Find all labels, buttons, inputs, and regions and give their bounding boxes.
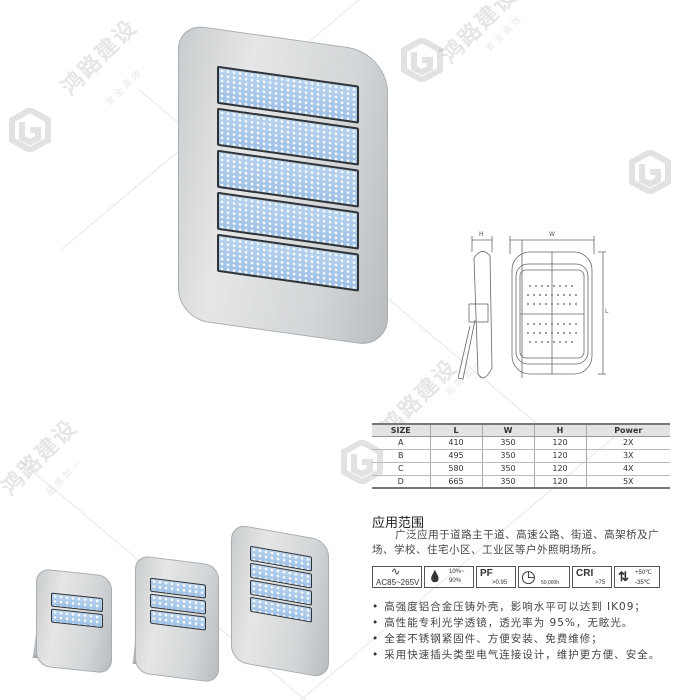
lamp-housing bbox=[36, 568, 112, 674]
temperature-arrows-icon: ⇅ bbox=[618, 569, 629, 584]
application-title: 应用范围 bbox=[372, 516, 425, 531]
cell-l: 410 bbox=[429, 436, 482, 450]
feature-item: 高强度铝合金压铸外壳，影响水平可以达到 IK09； bbox=[372, 599, 660, 615]
spec-table: SIZE L W H Power A 410 350 120 2X B 495 … bbox=[372, 423, 670, 489]
cell-size: D bbox=[372, 475, 430, 489]
cell-power: 4X bbox=[585, 462, 670, 476]
lifespan-value: 50,000h bbox=[541, 580, 560, 586]
column-header-h: H bbox=[533, 423, 586, 437]
spec-voltage: ∿ AC85~265V bbox=[372, 566, 422, 588]
lamp-housing bbox=[135, 554, 219, 684]
spec-humidity: 💧 10%~ 90% bbox=[424, 566, 474, 588]
spec-icons-row: ∿ AC85~265V 💧 10%~ 90% PF >0.95 ◷ 50,000… bbox=[372, 566, 660, 588]
brand-logo-icon bbox=[401, 36, 443, 84]
watermark-slogan: 品质如一 bbox=[44, 457, 86, 499]
watermark-brand: 鸿路建设 bbox=[436, 0, 523, 69]
cri-label: CRI bbox=[576, 568, 594, 579]
cell-power: 3X bbox=[585, 449, 670, 463]
cell-w: 350 bbox=[481, 462, 534, 476]
pf-value: >0.95 bbox=[492, 580, 508, 586]
dimension-drawing: H W L bbox=[457, 228, 609, 388]
watermark-brand: 鸿路建设 bbox=[0, 414, 83, 501]
spec-lifespan: ◷ 50,000h bbox=[518, 566, 570, 588]
watermark-brand: 鸿路建设 bbox=[56, 14, 143, 101]
column-header-size: SIZE bbox=[372, 423, 430, 437]
humidity-min: 10%~ bbox=[449, 569, 465, 575]
temperature-min: -35℃ bbox=[635, 580, 651, 586]
watermark-slogan: 安全高效 bbox=[484, 13, 526, 55]
cri-value: >75 bbox=[595, 580, 606, 586]
watermark-slogan: 安全高效 bbox=[104, 67, 146, 109]
cell-size: B bbox=[372, 449, 430, 463]
temperature-max: +50℃ bbox=[635, 570, 652, 576]
column-header-w: W bbox=[481, 423, 534, 437]
feature-item: 全套不锈钢紧固件、方便安装、免费维修； bbox=[372, 631, 660, 647]
cell-h: 120 bbox=[533, 475, 586, 489]
table-row: D 665 350 120 5X bbox=[372, 475, 670, 489]
watermark-logo bbox=[8, 106, 52, 156]
cell-h: 120 bbox=[533, 462, 586, 476]
cell-l: 580 bbox=[429, 462, 482, 476]
dimension-label-h: H bbox=[479, 231, 484, 238]
water-drop-icon: 💧 bbox=[428, 571, 442, 583]
table-row: A 410 350 120 2X bbox=[372, 436, 670, 450]
cell-w: 350 bbox=[481, 436, 534, 450]
humidity-max: 90% bbox=[449, 578, 462, 584]
watermark-logo bbox=[400, 36, 444, 86]
spec-temperature: ⇅ +50℃ -35℃ bbox=[614, 566, 660, 588]
cell-w: 350 bbox=[481, 449, 534, 463]
cell-w: 350 bbox=[481, 475, 534, 489]
lamp-housing bbox=[231, 523, 329, 679]
brand-logo-icon bbox=[9, 106, 51, 154]
application-description: 广泛应用于道路主干道、高速公路、街道、高架桥及广场、学校、住宅小区、工业区等户外… bbox=[372, 529, 660, 556]
table-header-row: SIZE L W H Power bbox=[372, 423, 670, 437]
feature-item: 高性能专利光学透镜，透光率为 95%，无眩光。 bbox=[372, 615, 660, 631]
dimension-drawing-svg bbox=[457, 236, 606, 380]
cell-l: 495 bbox=[429, 449, 482, 463]
table-row: B 495 350 120 3X bbox=[372, 449, 670, 463]
led-module bbox=[51, 608, 103, 629]
cell-h: 120 bbox=[533, 449, 586, 463]
table-row: C 580 350 120 4X bbox=[372, 462, 670, 476]
column-header-power: Power bbox=[585, 423, 670, 437]
spec-power-factor: PF >0.95 bbox=[476, 566, 516, 588]
cell-l: 665 bbox=[429, 475, 482, 489]
spec-cri: CRI >75 bbox=[572, 566, 612, 588]
feature-item: 采用快速插头类型电气连接设计，维护更方便、安全。 bbox=[372, 647, 660, 663]
watermark-logo bbox=[628, 148, 672, 198]
cell-power: 2X bbox=[585, 436, 670, 450]
brand-logo-icon bbox=[629, 148, 671, 196]
ac-wave-icon: ∿ bbox=[391, 566, 401, 578]
cell-h: 120 bbox=[533, 436, 586, 450]
dimension-label-w: W bbox=[549, 231, 555, 238]
lamp-housing bbox=[178, 23, 388, 348]
cell-size: A bbox=[372, 436, 430, 450]
voltage-value: AC85~265V bbox=[376, 578, 420, 587]
dimension-label-l: L bbox=[605, 308, 609, 315]
column-header-l: L bbox=[429, 423, 482, 437]
pf-label: PF bbox=[480, 568, 493, 579]
cell-power: 5X bbox=[585, 475, 670, 489]
feature-list: 高强度铝合金压铸外壳，影响水平可以达到 IK09； 高性能专利光学透镜，透光率为… bbox=[372, 599, 660, 663]
clock-icon: ◷ bbox=[521, 567, 536, 586]
cell-size: C bbox=[372, 462, 430, 476]
